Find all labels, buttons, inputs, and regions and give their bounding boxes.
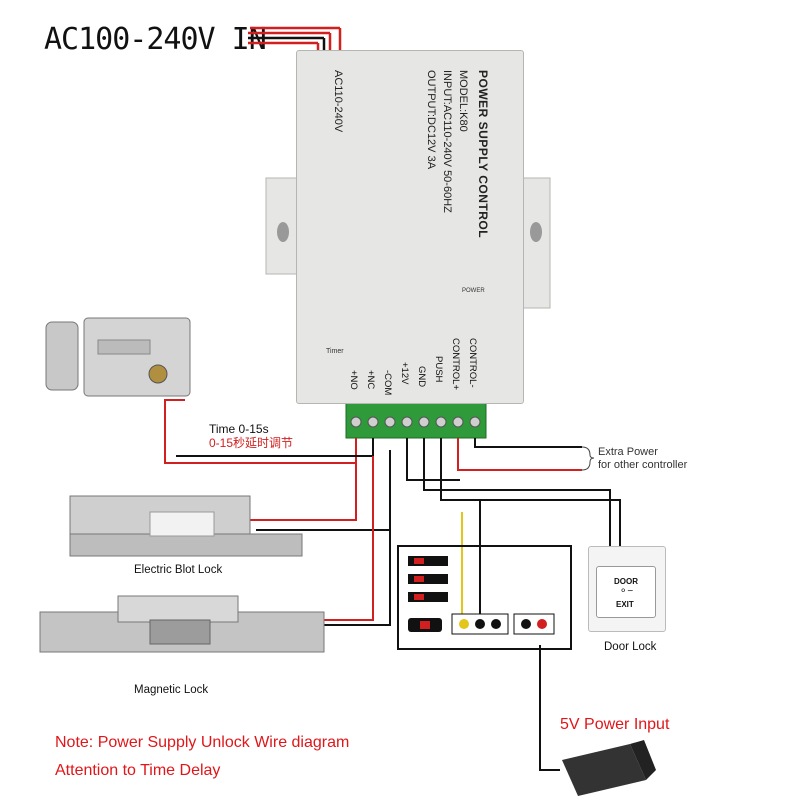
door-lock-label: Door Lock bbox=[604, 641, 657, 653]
bolt-lock-icon bbox=[69, 495, 303, 557]
device-model: MODEL:K80 bbox=[457, 70, 469, 132]
terminal-label-no: +NO bbox=[348, 370, 359, 390]
door-button-top-text: DOOR bbox=[614, 577, 638, 586]
device-input-spec: INPUT:AC110-240V 50-60HZ bbox=[441, 70, 453, 213]
terminal-block bbox=[345, 397, 487, 439]
key-icon: ⚬− bbox=[619, 586, 634, 597]
time-delay-cn-label: 0-15秒延时调节 bbox=[209, 436, 294, 450]
control-box-relays bbox=[408, 556, 555, 635]
terminal-label-nc: +NC bbox=[365, 370, 376, 390]
terminal-label-12v: +12V bbox=[399, 362, 410, 385]
terminal-label-control-plus: CONTROL+ bbox=[450, 338, 461, 390]
terminal-label-push: PUSH bbox=[433, 356, 444, 383]
note-line-1: Note: Power Supply Unlock Wire diagram bbox=[55, 734, 350, 751]
power-adapter-icon bbox=[562, 740, 656, 796]
electric-bolt-label: Electric Blot Lock bbox=[134, 564, 223, 576]
device-brand: POWER SUPPLY CONTROL bbox=[476, 70, 490, 239]
ac-input-wires bbox=[248, 26, 342, 52]
extra-power-sublabel: for other controller bbox=[598, 459, 688, 471]
magnetic-lock-icon bbox=[39, 595, 325, 653]
power-led-label: POWER bbox=[462, 288, 485, 294]
device-ac-side-label: AC110-240V bbox=[332, 70, 344, 133]
time-delay-label: Time 0-15s bbox=[209, 422, 269, 436]
terminal-label-control-minus: CONTROL- bbox=[467, 338, 478, 388]
device-output-spec: OUTPUT:DC12V 3A bbox=[425, 70, 437, 170]
power-supply-box bbox=[296, 50, 524, 404]
terminal-label-gnd: GND bbox=[416, 366, 427, 388]
magnetic-lock-label: Magnetic Lock bbox=[134, 684, 209, 696]
timer-label: Timer bbox=[326, 348, 344, 355]
door-lock-icon bbox=[45, 317, 191, 397]
terminal-wires bbox=[164, 399, 621, 771]
mount-tab-right bbox=[519, 177, 551, 309]
access-controller-box bbox=[397, 545, 572, 650]
extra-power-label: Extra Power bbox=[598, 446, 658, 458]
door-exit-button bbox=[596, 566, 656, 618]
power-input-label: 5V Power Input bbox=[560, 716, 670, 733]
ac-input-title: AC100-240V IN bbox=[44, 22, 267, 57]
note-line-2: Attention to Time Delay bbox=[55, 762, 221, 779]
door-button-bottom-text: EXIT bbox=[616, 600, 634, 609]
terminal-label-com: -COM bbox=[382, 370, 393, 396]
